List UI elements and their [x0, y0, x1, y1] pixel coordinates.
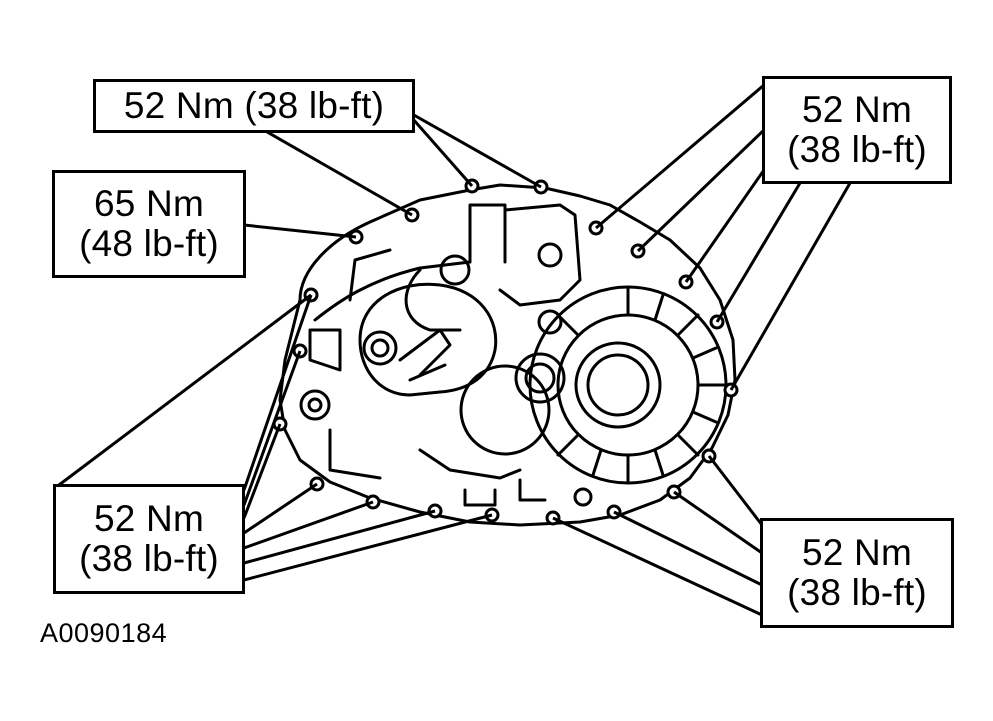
torque-nm: 65 Nm	[94, 183, 204, 225]
callout-top-right: 52 Nm (38 lb-ft)	[762, 76, 952, 184]
figure-id: A0090184	[40, 618, 168, 648]
input-shaft-bore-inner	[586, 353, 650, 417]
differential-bore	[459, 364, 551, 456]
input-shaft-bore	[574, 341, 662, 429]
shift-shaft-boss	[537, 242, 563, 268]
output-seal	[514, 352, 566, 404]
vent-boss-inner	[370, 338, 390, 358]
bell-ribs	[556, 285, 728, 485]
shift-shaft-boss-2	[537, 309, 563, 335]
torque-label: 52 Nm (38 lb-ft)	[123, 85, 385, 127]
casting-edge	[468, 203, 507, 264]
casting-edge	[313, 260, 472, 322]
casting-edge	[348, 248, 392, 302]
callout-top-left: 65 Nm (48 lb-ft)	[52, 170, 246, 278]
casting-edge	[308, 328, 342, 372]
torque-lbft: (38 lb-ft)	[79, 538, 219, 579]
casting-edge	[518, 478, 547, 502]
shift-housing	[358, 282, 498, 397]
casting-edge	[463, 488, 497, 507]
speed-sensor-boss	[299, 389, 331, 421]
torque-nm: 52 Nm	[802, 89, 912, 131]
shift-arm	[408, 363, 447, 382]
torque-nm: 52 Nm	[802, 532, 912, 574]
fill-boss	[439, 254, 471, 286]
vent-boss	[362, 330, 398, 366]
callout-bottom-left: 52 Nm (38 lb-ft)	[53, 484, 245, 594]
output-seal-inner	[524, 362, 556, 394]
callout-bottom-right: 52 Nm (38 lb-ft)	[760, 518, 954, 628]
speed-sensor-inner	[307, 397, 323, 413]
casting-edge	[498, 203, 582, 307]
torque-lbft: (38 lb-ft)	[787, 572, 927, 613]
drain-boss	[573, 487, 593, 507]
housing-outline	[278, 183, 737, 527]
bolt	[606, 504, 622, 520]
casting-edge	[404, 268, 462, 332]
casting-edge	[328, 428, 382, 480]
callout-top-center: 52 Nm (38 lb-ft)	[93, 79, 415, 133]
torque-lbft: (48 lb-ft)	[79, 223, 219, 264]
torque-nm: 52 Nm	[94, 498, 204, 540]
leader-lines	[54, 83, 852, 617]
shift-arm	[398, 328, 452, 377]
torque-lbft: (38 lb-ft)	[787, 129, 927, 170]
casting-edge	[418, 448, 522, 480]
